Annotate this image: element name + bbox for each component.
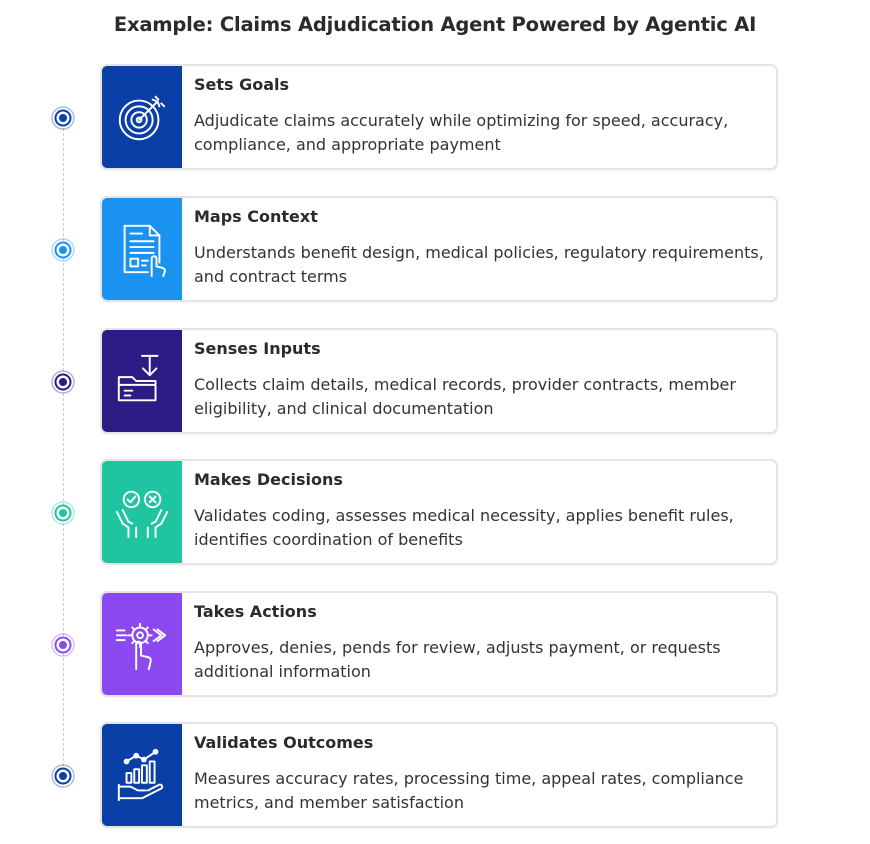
timeline-dot [51,764,75,788]
timeline-dot [51,633,75,657]
step-card-maps-context: Maps Context Understands benefit design,… [100,196,778,302]
step-card-senses-inputs: Senses Inputs Collects claim details, me… [100,328,778,434]
step-icon-box [102,66,182,168]
step-title: Sets Goals [194,75,290,94]
gear-hand-icon [115,622,167,671]
step-icon-box [102,198,182,300]
decision-hands-icon [115,490,169,539]
step-icon-box [102,724,182,826]
step-description: Collects claim details, medical records,… [194,375,736,418]
step-card-makes-decisions: Makes Decisions Validates coding, assess… [100,459,778,565]
timeline-dot [51,501,75,525]
timeline-dot [51,238,75,262]
step-description: Measures accuracy rates, processing time… [194,769,744,812]
timeline-line [63,118,64,776]
step-description: Understands benefit design, medical poli… [194,243,764,286]
step-description: Validates coding, assesses medical neces… [194,506,734,549]
step-icon-box [102,461,182,563]
timeline-dot [51,370,75,394]
step-title: Validates Outcomes [194,733,374,752]
step-description: Adjudicate claims accurately while optim… [194,111,729,154]
step-card-takes-actions: Takes Actions Approves, denies, pends fo… [100,591,778,697]
document-icon [123,224,166,278]
step-card-validates-outcomes: Validates Outcomes Measures accuracy rat… [100,722,778,828]
page-title: Example: Claims Adjudication Agent Power… [113,13,757,36]
step-icon-box [102,593,182,695]
step-title: Maps Context [194,207,318,226]
step-card-sets-goals: Sets Goals Adjudicate claims accurately … [100,64,778,170]
step-title: Senses Inputs [194,339,321,358]
step-icon-box [102,330,182,432]
chart-hand-icon [117,748,164,802]
step-description: Approves, denies, pends for review, adju… [194,638,721,681]
folder-download-icon [117,354,159,402]
step-title: Makes Decisions [194,470,343,489]
target-icon [118,95,166,141]
timeline-dot [51,106,75,130]
step-title: Takes Actions [194,602,317,621]
